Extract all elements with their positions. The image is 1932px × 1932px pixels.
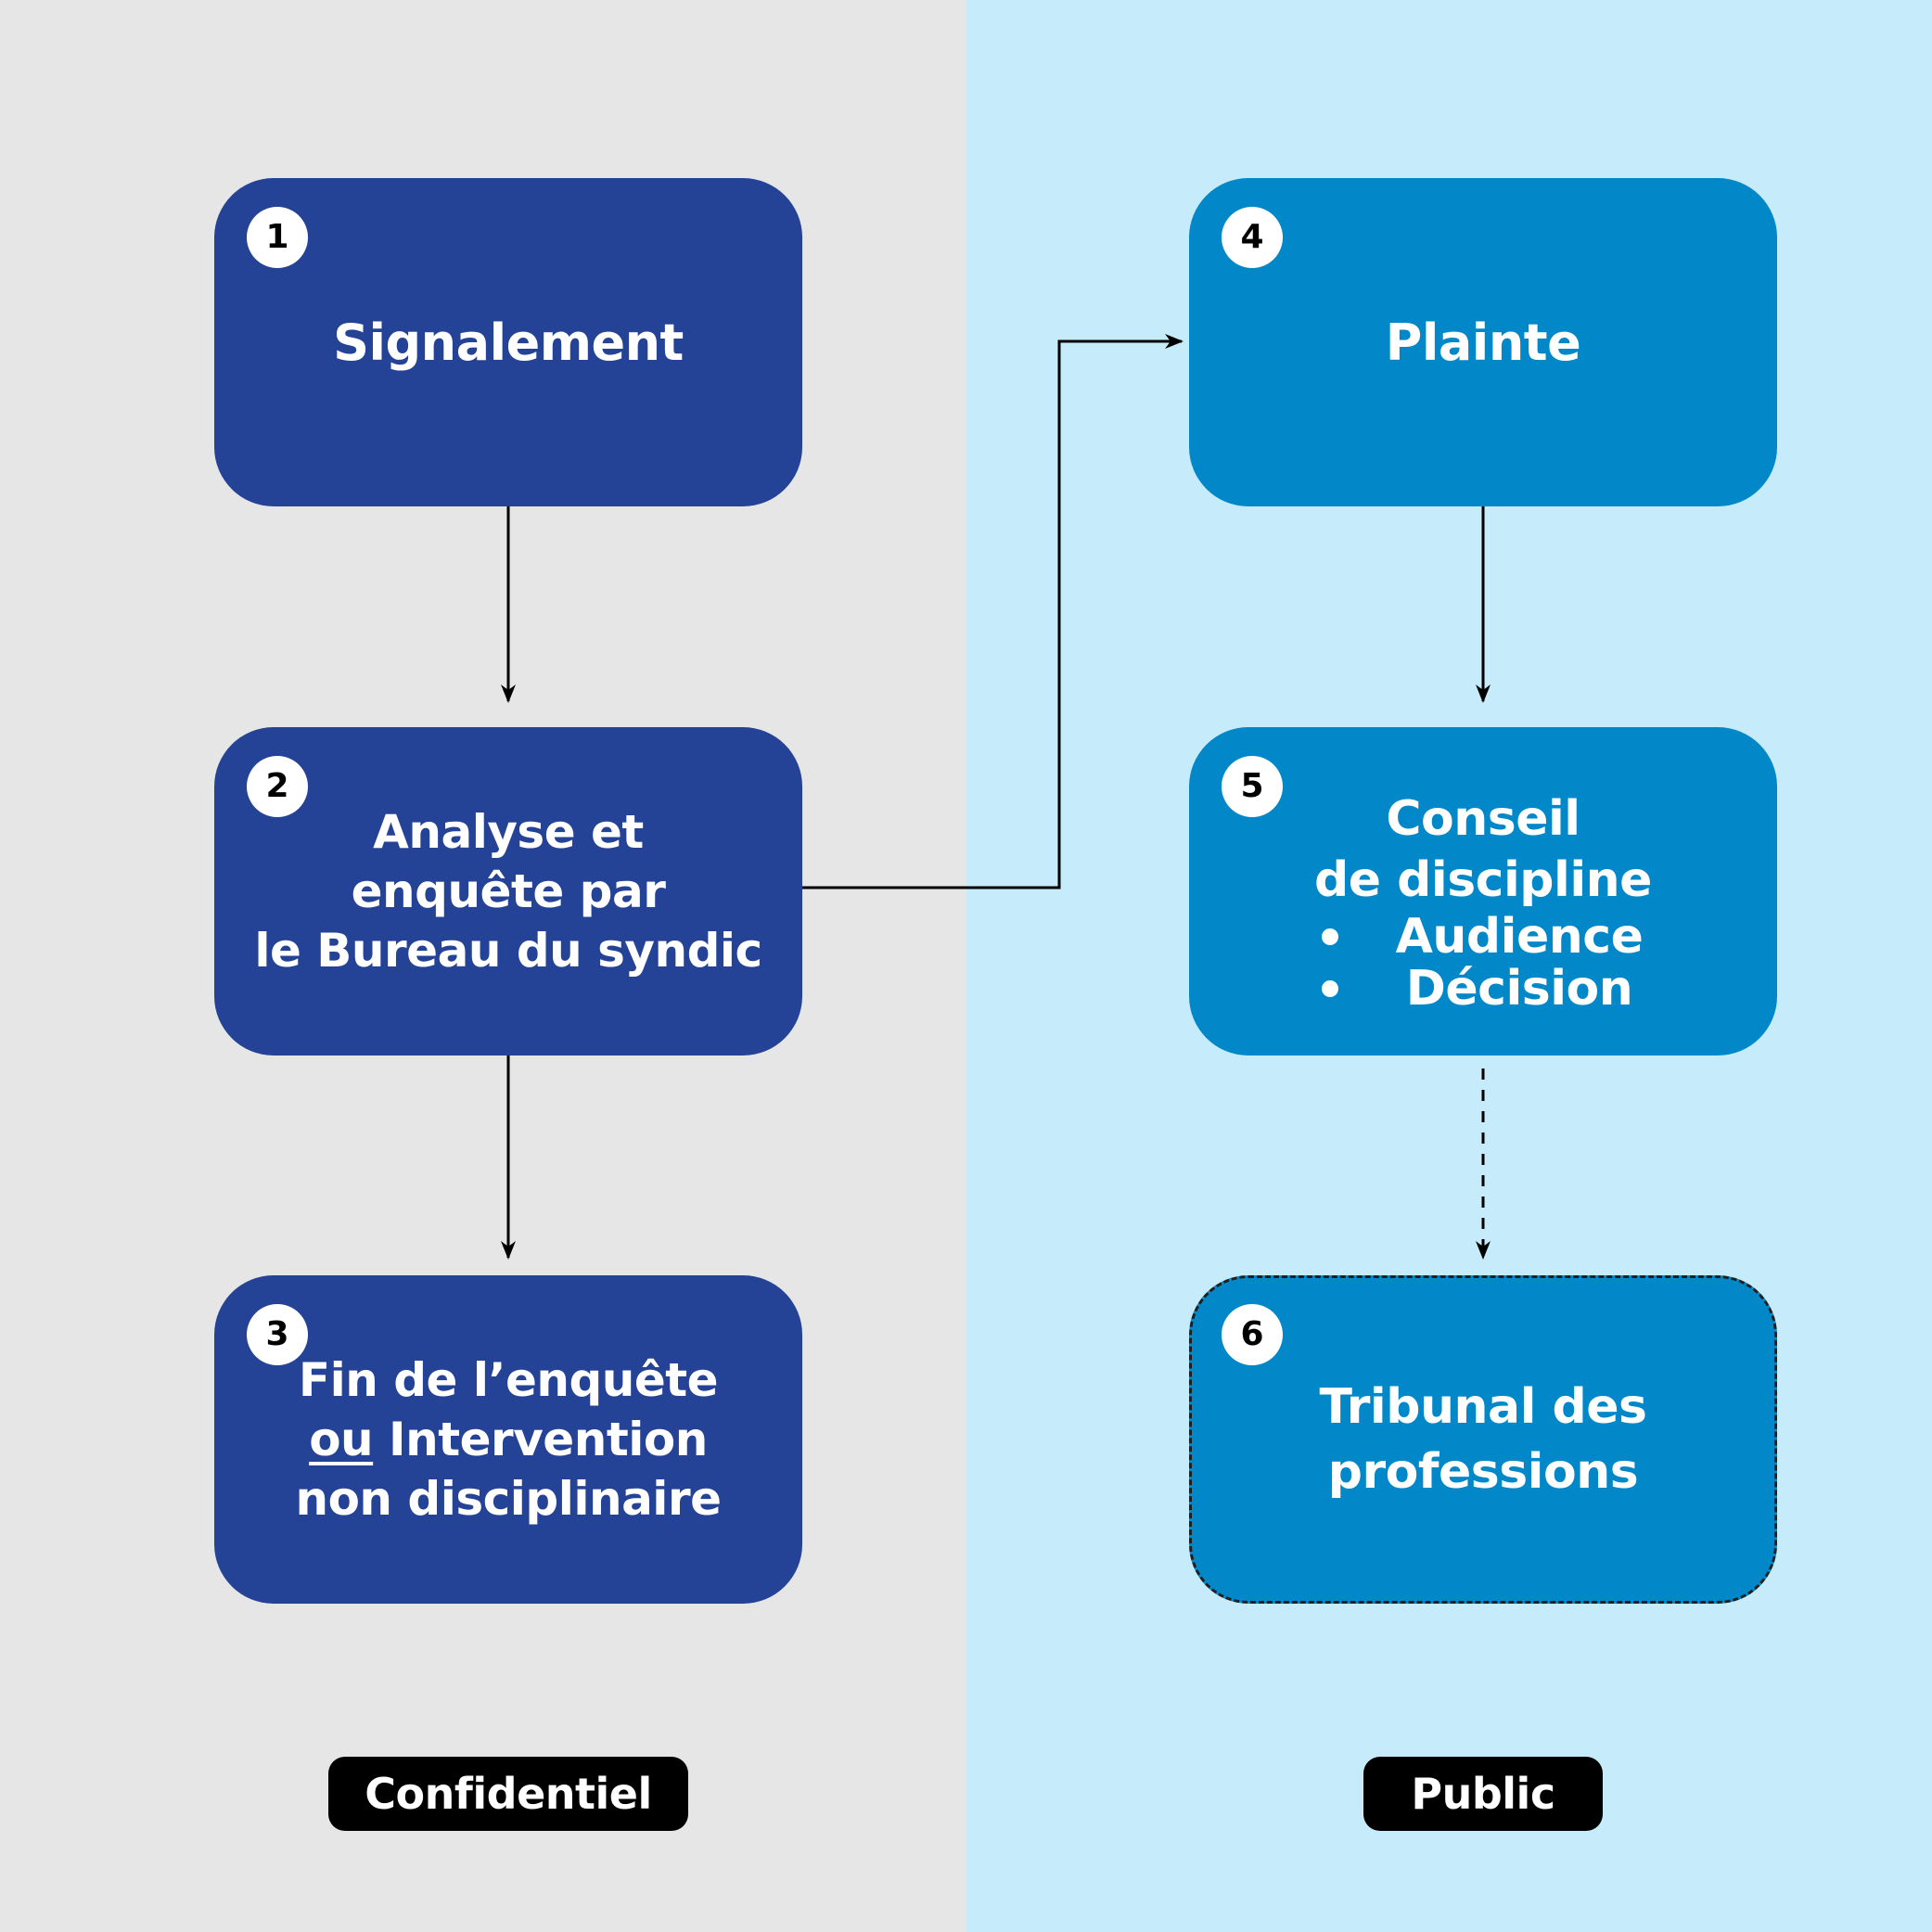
step-line: Signalement	[333, 313, 684, 372]
step-number-badge: 4	[1222, 207, 1283, 268]
step-3-box: 3 Fin de l’enquête ou Intervention non d…	[214, 1275, 802, 1604]
step-line: de discipline	[1314, 852, 1652, 908]
step-line: Conseil	[1386, 791, 1580, 847]
step-6-box: 6 Tribunal des professions	[1189, 1275, 1777, 1604]
bullet-item: Audience	[1322, 911, 1644, 963]
bullet-dot	[1322, 928, 1338, 945]
confidential-label: Confidentiel	[328, 1757, 688, 1831]
arrow-2-to-4	[802, 334, 1184, 889]
step-line: Analyse et	[373, 805, 644, 859]
step-4-box: 4 Plainte	[1189, 178, 1777, 506]
step-text: Tribunal des professions	[1192, 1278, 1774, 1601]
step-text: Plainte	[1189, 178, 1777, 506]
step-line-rest: Intervention	[373, 1413, 708, 1466]
step-line: Plainte	[1385, 313, 1581, 372]
step-2-box: 2 Analyse et enquête par le Bureau du sy…	[214, 727, 802, 1056]
step-text: Signalement	[214, 178, 802, 506]
step-line: Fin de l’enquête	[298, 1353, 719, 1407]
step-line: non disciplinaire	[295, 1472, 722, 1526]
step-text: Analyse et enquête par le Bureau du synd…	[214, 727, 802, 1056]
step-line: enquête par	[351, 864, 666, 918]
bullet-text: Audience	[1395, 909, 1644, 965]
step-text: Fin de l’enquête ou Intervention non dis…	[214, 1275, 802, 1604]
step-line: Tribunal des	[1319, 1379, 1647, 1435]
step-number-badge: 3	[247, 1304, 308, 1365]
bullet-text: Décision	[1405, 961, 1633, 1017]
bullet-dot	[1322, 980, 1338, 997]
step-number-badge: 6	[1222, 1304, 1283, 1365]
step-bullets: Audience Décision	[1322, 911, 1644, 1015]
public-label: Public	[1363, 1757, 1603, 1831]
step-1-box: 1 Signalement	[214, 178, 802, 506]
step-line: professions	[1327, 1444, 1639, 1500]
underlined-or: ou	[309, 1413, 374, 1466]
step-5-box: 5 Conseil de discipline Audience Décisio…	[1189, 727, 1777, 1056]
step-text: Conseil de discipline Audience Décision	[1189, 727, 1777, 1056]
step-number-badge: 5	[1222, 756, 1283, 817]
step-line: ou Intervention	[309, 1410, 708, 1469]
step-number-badge: 2	[247, 756, 308, 817]
step-number-badge: 1	[247, 207, 308, 268]
bullet-item: Décision	[1322, 963, 1644, 1015]
step-line: le Bureau du syndic	[254, 924, 762, 978]
